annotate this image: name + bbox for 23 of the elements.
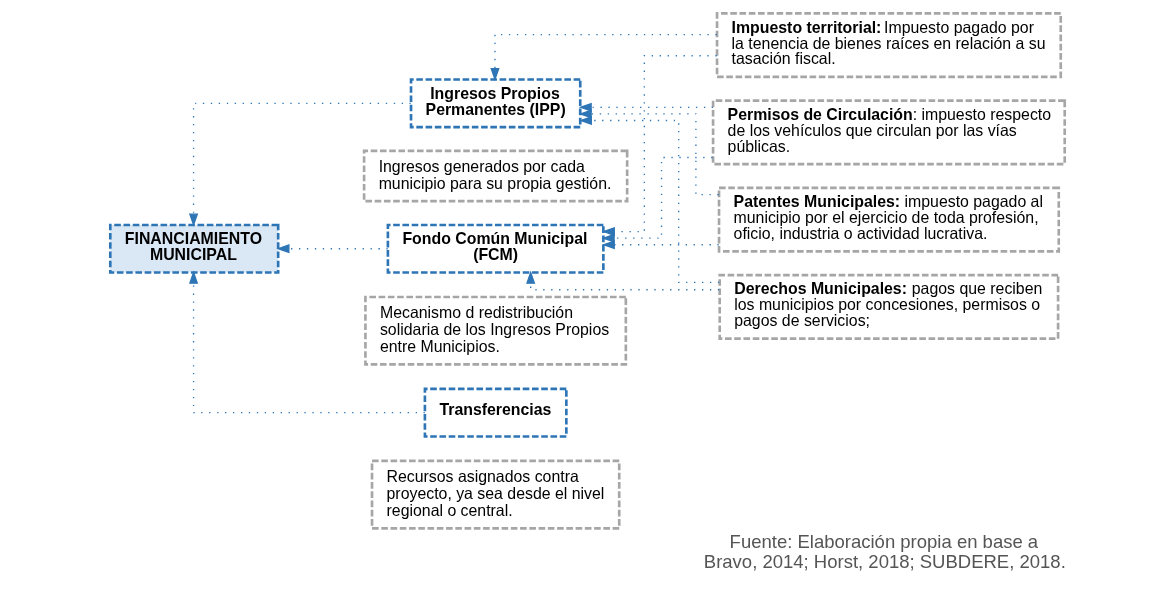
node-box: Derechos Municipales: pagos que reciben los municipios por concesiones, permisos o pagos de servicios; [717, 273, 1059, 340]
arrow [489, 33, 717, 82]
arrow [188, 102, 411, 227]
node-box: Ingresos Propios Permanentes (IPP) [409, 78, 582, 129]
arrow [578, 102, 714, 112]
node-box: Recursos asignados contra proyecto, ya sea desde el nivel regional o central. [370, 459, 621, 530]
arrow [578, 109, 719, 196]
caption: Fuente: Elaboración propia en base a Bravo, 2014; Horst, 2018; SUBDERE, 2018. [703, 531, 1066, 573]
node-box: Permisos de Circulación: impuesto respecto de los vehículos que circulan por las vías públicas. [711, 99, 1066, 166]
node-box: Fondo Común Municipal (FCM) [386, 223, 605, 274]
node-box: Ingresos generados por cada municipio para su propia gestión. [362, 149, 628, 203]
arrow [578, 115, 720, 284]
node-box: Transferencias [423, 387, 568, 438]
arrow [601, 240, 719, 250]
node-box: Mecanismo d redistribución solidaria de los Ingresos Propios entre Municipios. [363, 295, 627, 366]
node-box: Impuesto territorial: Impuesto pagado por la tenencia de bienes raíces en relación a su tasación fiscal. [715, 12, 1062, 79]
node-box: FINANCIAMIENTO MUNICIPAL [108, 223, 279, 274]
arrow [525, 270, 720, 291]
arrow [275, 244, 388, 254]
arrow [601, 55, 717, 237]
node-box: Patentes Municipales: impuesto pagado al municipio por el ejercicio de toda profesión, oficio, industria o actividad lucrativa. [717, 186, 1060, 253]
arrow [601, 156, 713, 243]
arrow [188, 270, 425, 414]
